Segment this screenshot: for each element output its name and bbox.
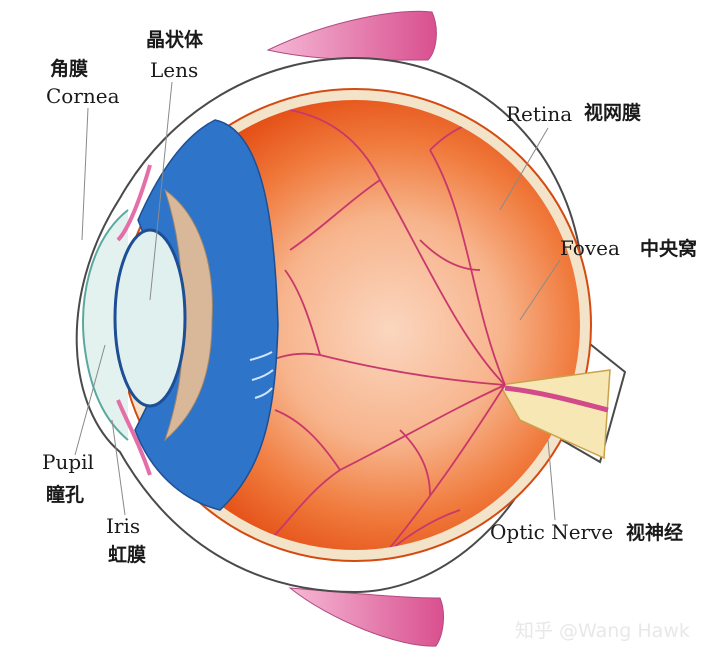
lens-body: [113, 228, 187, 408]
pupil-label-en: Pupil: [42, 450, 94, 474]
pupil-label-zh: 瞳孔: [46, 484, 85, 506]
watermark: 知乎 @Wang Hawk: [515, 620, 690, 642]
fovea-label-zh: 中央窝: [640, 238, 698, 260]
optic-vessel-main: [504, 385, 609, 413]
fovea-label-en: Fovea: [560, 236, 620, 260]
iris-label-en: Iris: [106, 514, 141, 538]
superior-muscle: [266, 10, 437, 61]
retina-label-zh: 视网膜: [584, 102, 642, 124]
iris-edge: [116, 164, 152, 476]
cornea-label-en: Cornea: [46, 84, 120, 108]
iris-label-zh: 虹膜: [108, 544, 147, 566]
leader-lines: [74, 81, 561, 521]
optic-nerve-label-zh: 视神经: [626, 522, 684, 544]
lens-label-en: Lens: [150, 58, 199, 82]
cornea-label-zh: 角膜: [50, 58, 89, 80]
retina-label-en: Retina: [506, 102, 573, 126]
inferior-muscle: [288, 587, 444, 647]
ciliary-highlights: [249, 351, 274, 399]
optic-nerve-label-en: Optic Nerve: [490, 520, 614, 544]
lens-label-zh: 晶状体: [146, 29, 204, 51]
